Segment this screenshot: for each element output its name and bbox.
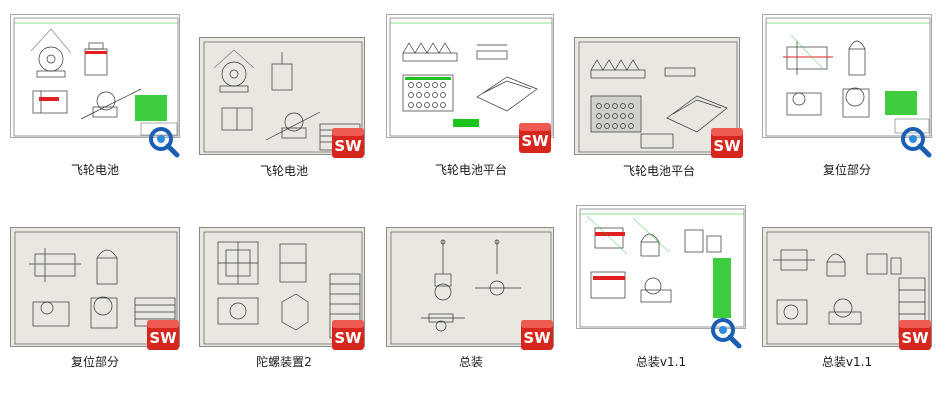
file-name: 飞轮电池平台 [622, 164, 695, 178]
solidworks-sw-icon: SW [521, 320, 553, 350]
svg-text:SW: SW [901, 329, 929, 347]
svg-text:SW: SW [149, 329, 177, 347]
file-name: 飞轮电池 [259, 164, 308, 178]
drawing-thumbnail [576, 205, 746, 329]
file-item[interactable]: SW 总装v1.1 [762, 227, 932, 379]
file-name: 飞轮电池平台 [434, 163, 507, 177]
drawing-thumbnail [10, 14, 180, 138]
svg-text:SW: SW [521, 132, 549, 150]
solidworks-sw-icon: SW [147, 320, 179, 350]
drawing-thumbnail [762, 14, 932, 138]
edrawings-icon [711, 318, 742, 349]
svg-text:SW: SW [334, 137, 362, 155]
file-item[interactable]: SW 总装 [386, 227, 556, 379]
file-item[interactable]: 总装v1.1 [576, 205, 746, 369]
solidworks-sw-icon: SW [332, 128, 364, 158]
file-item[interactable]: SW 陀螺装置2 [199, 227, 369, 379]
solidworks-sw-icon: SW [332, 320, 364, 350]
file-name: 总装v1.1 [821, 355, 873, 369]
solidworks-sw-icon: SW [519, 123, 551, 153]
edrawings-icon [149, 127, 180, 158]
file-item[interactable]: SW 复位部分 [10, 227, 180, 379]
svg-text:SW: SW [334, 329, 362, 347]
drawing-thumbnail [386, 14, 554, 138]
svg-text:SW: SW [523, 329, 551, 347]
file-item[interactable]: 飞轮电池 [10, 14, 180, 177]
file-name: 复位部分 [70, 355, 119, 369]
solidworks-sw-icon: SW [899, 320, 931, 350]
file-item[interactable]: SW 飞轮电池平台 [386, 14, 556, 177]
file-name: 总装v1.1 [635, 355, 687, 369]
file-name: 复位部分 [822, 163, 871, 177]
file-name: 总装 [458, 355, 483, 369]
solidworks-sw-icon: SW [711, 128, 743, 158]
file-name: 飞轮电池 [70, 163, 119, 177]
file-item[interactable]: SW 飞轮电池 [199, 37, 369, 189]
file-name: 陀螺装置2 [256, 355, 312, 369]
drawing-thumbnail [199, 227, 365, 347]
file-item[interactable]: 复位部分 [762, 14, 932, 177]
file-item[interactable]: SW 飞轮电池平台 [574, 37, 744, 189]
svg-text:SW: SW [713, 137, 741, 155]
edrawings-icon [901, 127, 932, 158]
